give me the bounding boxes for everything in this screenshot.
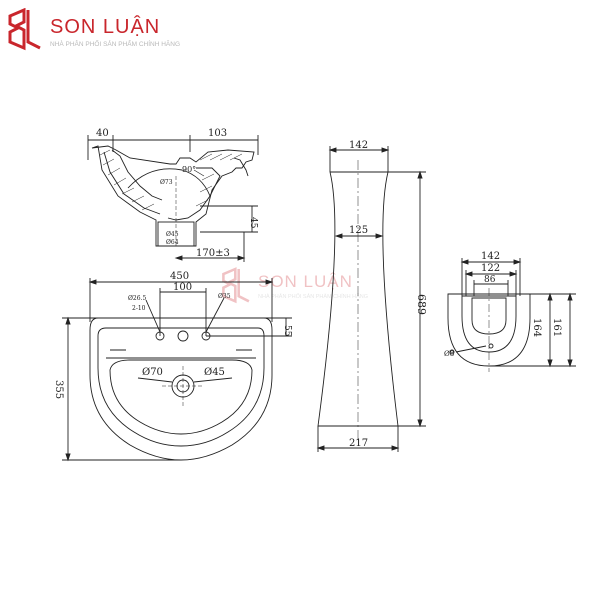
side-dim-projection: 170±3	[196, 248, 230, 259]
watermark: SON LUẬN NHÀ PHÂN PHỐI SẢN PHẨM CHÍNH HÃ…	[220, 266, 400, 310]
side-dim-angle: 90°	[182, 165, 196, 174]
basin-dim-hole-left-top: Ø26.5	[128, 295, 146, 302]
basin-top-view	[62, 278, 292, 462]
side-dim-drain: Ø45	[166, 231, 179, 238]
side-dim-inner-top: Ø73	[160, 179, 173, 186]
basin-dim-hole-right: Ø35	[218, 293, 231, 300]
basin-dim-height: 355	[53, 380, 64, 399]
watermark-name: SON LUẬN	[258, 272, 353, 291]
side-section-view	[87, 135, 259, 262]
pedestal-dim-height: 689	[415, 294, 428, 315]
side-dim-top-left: 40	[96, 128, 109, 139]
pedestal-front-view	[316, 146, 426, 452]
pedestal-dim-top: 142	[349, 140, 368, 151]
basin-dim-overflow: Ø70	[142, 367, 163, 378]
pedestal-top-dim-mid: 122	[481, 263, 500, 274]
pedestal-top-dim-hole: Ø8	[444, 350, 454, 358]
side-dim-height: 45	[248, 217, 258, 229]
basin-dim-hole-left-bottom: 2-10	[132, 305, 146, 312]
pedestal-dim-bottom: 217	[349, 438, 368, 449]
brand-mark-icon	[8, 7, 41, 51]
side-dim-pipe: Ø64	[166, 239, 179, 246]
pedestal-top-dim-height-a: 164	[531, 318, 542, 337]
basin-dim-hole-spacing: 100	[173, 282, 192, 293]
watermark-tagline: NHÀ PHÂN PHỐI SẢN PHẨM CHÍNH HÃNG	[258, 294, 369, 300]
basin-dim-depth: 55	[282, 325, 292, 337]
pedestal-top-dim-height-b: 161	[551, 318, 562, 337]
brand-tagline: NHÀ PHÂN PHỐI SẢN PHẨM CHÍNH HÃNG	[50, 41, 181, 48]
watermark-mark-icon	[222, 267, 250, 304]
basin-dim-width: 450	[170, 271, 189, 282]
pedestal-top-dim-outer: 142	[481, 251, 500, 262]
brand-logo: SON LUẬN NHÀ PHÂN PHỐI SẢN PHẨM CHÍNH HÃ…	[6, 7, 266, 52]
pedestal-top-view	[447, 258, 576, 372]
side-dim-top-right: 103	[208, 128, 227, 139]
brand-name: SON LUẬN	[50, 16, 161, 38]
pedestal-dim-mid: 125	[349, 225, 368, 236]
basin-dim-drain: Ø45	[204, 367, 225, 378]
pedestal-top-dim-inner: 86	[484, 275, 496, 285]
